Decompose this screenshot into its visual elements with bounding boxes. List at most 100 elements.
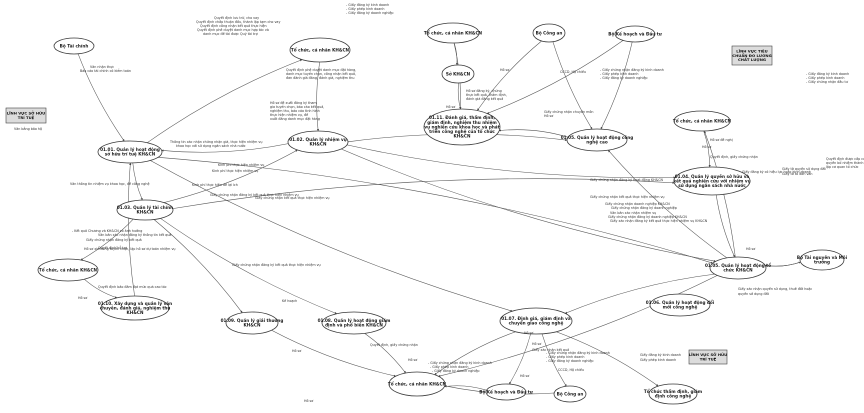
edge-label: - Giấy chứng nhận đăng ký kinh doanh: [428, 361, 492, 365]
edge-label: - Giấy phép kinh doanh: [430, 365, 468, 369]
edge-label: Giấy chứng nhận đăng ký kết quả thực hiệ…: [210, 193, 299, 197]
domain-box-rect: [688, 349, 728, 365]
edge-label: Giấy chứng nhận đăng ký doanh nghiệp KH&…: [608, 215, 687, 219]
process-node: Bộ Tài chính: [53, 37, 95, 55]
node-label: triển công nghệ của tổ chức: [429, 129, 495, 134]
edge-label: Quyết định bảo đảm đạt mức quá cao tác: [98, 285, 167, 289]
edge-label: Giấy chứng nhận đăng ký doanh nghiệp: [611, 206, 677, 210]
node-ellipse: [388, 371, 446, 397]
edge-arrow: [132, 162, 143, 201]
node-label: KH&CN: [310, 142, 327, 147]
node-label: kết quả nghiên cứu với nhiệm vụ: [673, 178, 750, 183]
node-label: 01.06. Quản lý hoạt động đổi: [646, 300, 715, 305]
edge-label: Giấy xác nhận đăng ký kết quả thực hiện …: [610, 219, 708, 223]
edge-arrow: [434, 331, 516, 375]
edge-label: xuất đăng danh mục đặt hàng: [270, 117, 320, 121]
node-ellipse: [532, 23, 566, 43]
edge-label: Quyết định phê duyệt danh mục hợp tác và: [197, 28, 269, 32]
node-label: nghệ cao: [586, 140, 608, 145]
edge-label: Hồ sơ: [702, 145, 711, 149]
process-node: Bộ Kế hoạch và Đầu tư: [608, 25, 663, 43]
edges-layer: [77, 40, 801, 395]
edge-label: Giấy phép kinh doanh: [640, 358, 676, 362]
edge-label: lập cơ quan tổ chức: [826, 164, 859, 169]
edge-label: Văn thông tin nhiệm vụ khoa học, đề công…: [70, 182, 150, 186]
node-ellipse: [614, 25, 656, 43]
node-label: chuyển giao công nghệ: [509, 321, 564, 326]
edge-label: Văn bằng bảo hộ: [14, 126, 42, 131]
edge-label: Hồ sơ: [500, 68, 509, 72]
edge-arrow: [157, 157, 714, 264]
edge-label: Quyết định, giấy chứng nhận: [370, 343, 418, 347]
edge-label: Hồ sơ đăng ký, chứng: [466, 89, 502, 93]
process-node: Bộ Kế hoạch và Đầu tư: [479, 383, 534, 401]
edge-arrow: [153, 219, 243, 313]
node-label: 01.02. Quản lý nhiệm vụ: [289, 137, 347, 142]
edge-arrow: [556, 331, 659, 387]
node-label: Tổ chức, cá nhân KH&CN: [673, 118, 732, 123]
node-ellipse: [100, 295, 170, 321]
edge-arrow: [444, 385, 487, 391]
edge-label: Hồ sơ đề xuất đăng ký tham: [270, 101, 317, 105]
node-label: Tổ chức, cá nhân KH&CN: [39, 267, 98, 272]
node-ellipse: [673, 110, 731, 132]
node-ellipse: [289, 37, 351, 63]
node-label: Bộ Tài nguyên và Môi: [797, 255, 848, 260]
edge-label: danh mục tuyển chọn, công nhận kết quả,: [286, 71, 356, 76]
edge-label: khoa học với sử dụng ngân sách nhà nước: [176, 144, 246, 148]
edge-arrow: [715, 194, 735, 258]
edge-label: Quyết định, giấy chứng nhận: [710, 155, 758, 159]
node-ellipse: [116, 199, 174, 221]
domain-box-label: LĨNH VỰC SỞ HỮU: [7, 111, 46, 116]
process-node: Tổ chức, cá nhân KH&CN: [424, 22, 483, 44]
node-label: KH&CN: [454, 134, 471, 139]
edge-label: - Giấy phép kinh doanh: [546, 355, 584, 359]
node-label: 01.07. Định giá, giám định và: [501, 316, 571, 321]
process-node: Tổ chức, cá nhân KH&CN: [289, 37, 351, 63]
edge-label: - Giấy đăng ký kinh doanh: [806, 72, 849, 76]
edge-label: Quyết định lưu trữ, cho vay: [214, 16, 259, 20]
edge-label: Hồ sơ: [304, 399, 313, 403]
process-node: Tổ chức, cá nhân KH&CN: [37, 258, 99, 282]
edge-arrow: [457, 82, 462, 110]
edge-label: Báo cáo tài chính có kiểm toán: [80, 68, 131, 73]
edge-arrow: [764, 261, 801, 267]
node-ellipse: [423, 108, 501, 146]
node-label: KH&CN: [127, 310, 144, 315]
edge-label: Giấy xác nhận kết quả: [532, 348, 569, 352]
edge-arrow: [346, 144, 676, 179]
node-label: 01.08. Quản lý hoạt động giám: [318, 318, 391, 323]
edge-arrow: [80, 218, 134, 261]
edge-label: Hồ sơ: [78, 296, 87, 300]
node-ellipse: [37, 258, 99, 282]
node-ellipse: [53, 37, 95, 55]
edge-label: đánh giá đăng kết quả: [466, 97, 503, 101]
node-ellipse: [441, 64, 475, 84]
edge-label: Hồ sơ: [544, 114, 553, 118]
edge-label: - Giấy phép kinh doanh: [600, 72, 638, 76]
edge-arrow: [438, 275, 718, 377]
edge-label: Giấy đăng ký kinh doanh: [640, 353, 681, 357]
node-ellipse: [225, 311, 279, 335]
node-label: mới công nghệ: [663, 305, 698, 310]
edge-label: - Giấy chứng nhận đăng ký kinh doanh: [600, 68, 664, 72]
edge-arrow: [160, 218, 338, 314]
node-label: 01.03. Quản lý tài chính: [117, 205, 173, 210]
edge-arrow: [341, 148, 716, 263]
edge-label: Quyết định chấp thuận đầu, thành lập tạm…: [196, 20, 280, 24]
domain-box-rect: [731, 45, 773, 66]
edge-label: - Giấy phép kinh doanh: [346, 7, 384, 11]
node-label: chức KH&CN: [723, 268, 753, 273]
node-ellipse: [321, 311, 387, 335]
node-label: Tổ chức, cá nhân KH&CN: [388, 381, 447, 386]
